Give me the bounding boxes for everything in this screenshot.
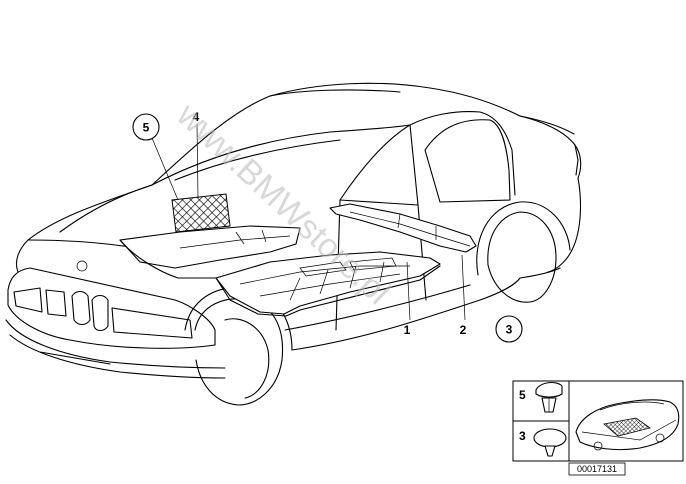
- inset-panel: 5 3 00017131: [512, 380, 684, 476]
- expanding-rivet-icon: [533, 428, 567, 457]
- callout-leaders: [151, 123, 466, 321]
- callout-3: 3: [495, 315, 523, 343]
- callout-1-label: 1: [404, 323, 411, 337]
- callout-4: 4: [193, 110, 200, 124]
- callout-3-label: 3: [506, 323, 513, 337]
- reference-code: 00017131: [577, 464, 617, 474]
- inset-row-3-number: 3: [519, 429, 526, 443]
- callout-4-label: 4: [193, 110, 200, 124]
- insulation-mat-part: [171, 193, 231, 233]
- floor-carpet-part: [215, 251, 441, 317]
- callout-2-label: 2: [460, 323, 467, 337]
- footwell-panel: [119, 225, 301, 279]
- car-thumbnail-icon: [575, 399, 680, 451]
- inset-row-5-number: 5: [519, 388, 526, 402]
- callout-2: 2: [460, 323, 467, 337]
- callout-1: 1: [404, 323, 411, 337]
- callout-5: 5: [132, 113, 160, 141]
- clip-fastener-icon: [535, 381, 563, 413]
- callout-5-label: 5: [143, 121, 150, 135]
- rear-sill-trim-part: [329, 203, 477, 253]
